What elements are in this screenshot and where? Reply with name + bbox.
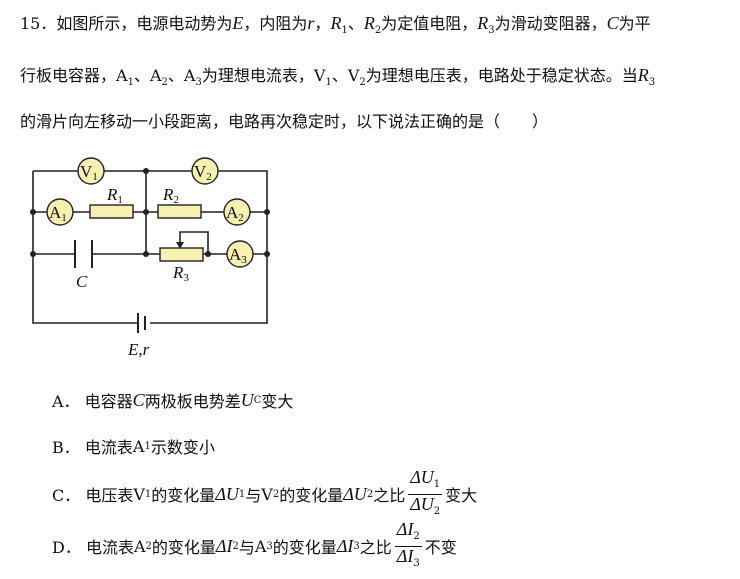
- svg-text:V1: V1: [80, 162, 98, 183]
- svg-text:R1: R1: [106, 185, 123, 206]
- resistor-r1: [89, 204, 134, 219]
- voltmeter-v1: [77, 157, 105, 185]
- svg-text:A1: A1: [49, 203, 67, 224]
- ammeter-a2: [223, 198, 251, 226]
- svg-text:E,r: E,r: [127, 340, 150, 359]
- svg-text:A3: A3: [229, 245, 247, 266]
- question-line-1: 15．如图所示，电源电动势为E，内阻为r，R1、R2为定值电阻，R3为滑动变阻器…: [20, 13, 651, 37]
- question-line-2: 行板电容器，A1、A2、A3为理想电流表，V1、V2为理想电压表，电路处于稳定状…: [20, 65, 656, 89]
- svg-text:A2: A2: [226, 203, 244, 224]
- question-line-3: 的滑片向左移动一小段距离，电路再次稳定时，以下说法正确的是（ ）: [20, 112, 549, 131]
- resistor-r2: [157, 204, 202, 219]
- svg-text:V2: V2: [194, 162, 212, 183]
- slider-arrow-icon: [176, 242, 184, 249]
- ammeter-a1: [46, 198, 74, 226]
- svg-text:R3: R3: [172, 263, 189, 284]
- resistor-r3: [159, 247, 204, 262]
- svg-text:R2: R2: [162, 185, 179, 206]
- svg-text:C: C: [76, 272, 88, 291]
- voltmeter-v2: [191, 157, 219, 185]
- ammeter-a3: [226, 240, 254, 268]
